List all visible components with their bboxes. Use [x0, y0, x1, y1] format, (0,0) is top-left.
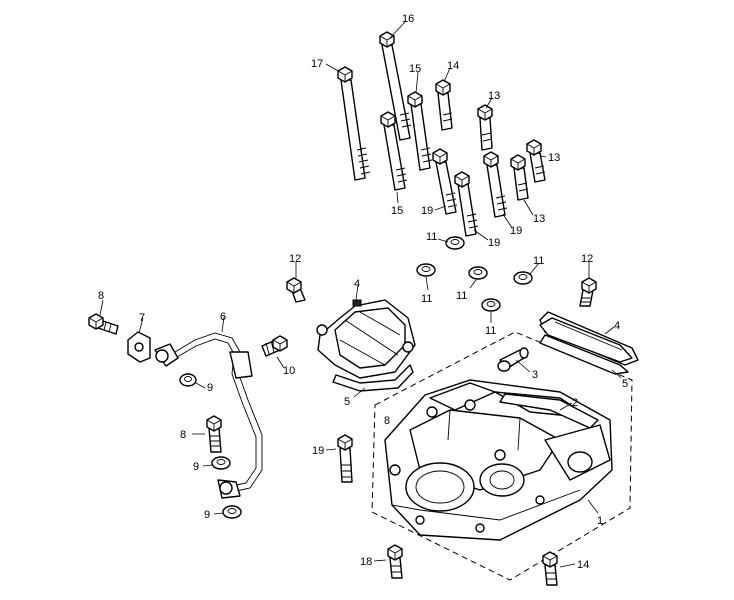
callout-19-b: 19 [488, 237, 500, 249]
cover-left [316, 299, 416, 392]
oil-pipe-6 [154, 332, 263, 499]
callout-16: 16 [402, 13, 414, 25]
callout-14-a: 14 [447, 60, 459, 72]
bolt-13-upper [477, 104, 493, 151]
callout-labels: 1 2 3 4 4 5 5 6 7 8 8 8 9 9 9 10 11 11 1… [98, 13, 628, 571]
washers-9 [179, 373, 242, 519]
callout-4-right: 4 [614, 320, 620, 332]
cylinder-head [384, 379, 613, 541]
callout-19-a: 19 [421, 205, 433, 217]
bolt-12-right [579, 277, 597, 307]
callout-10: 10 [283, 365, 295, 377]
bolt-19-lower [337, 434, 353, 483]
callout-4-left: 4 [354, 278, 360, 290]
callout-9-c: 9 [204, 509, 210, 521]
callout-12-right: 12 [581, 253, 593, 265]
callout-1: 1 [597, 515, 603, 527]
bolt-8-top [88, 313, 119, 335]
bolt-8-lower [206, 415, 222, 453]
callout-9-b: 9 [193, 461, 199, 473]
clamp-7 [127, 331, 151, 363]
callout-17: 17 [311, 58, 323, 70]
bolt-10 [261, 335, 288, 357]
callout-12-left: 12 [289, 253, 301, 265]
callout-2: 2 [572, 397, 578, 409]
callout-7: 7 [139, 312, 145, 324]
bolt-13-right [526, 139, 546, 183]
callout-3: 3 [532, 369, 538, 381]
callout-15-b: 15 [391, 205, 403, 217]
callout-11-a: 11 [426, 231, 437, 243]
long-bolt-17 [337, 66, 371, 181]
callout-8-head: 8 [384, 415, 390, 427]
bolt-15-lower [380, 111, 408, 191]
callout-8-top: 8 [98, 290, 104, 302]
bolt-19-b [454, 171, 479, 237]
bolt-14-lower [542, 551, 558, 586]
callout-13-a: 13 [488, 90, 500, 102]
callout-5-left: 5 [344, 396, 350, 408]
callout-5-right: 5 [622, 378, 628, 390]
washers-11 [416, 236, 533, 312]
bolt-12-left [286, 277, 306, 303]
callout-9-a: 9 [207, 382, 213, 394]
leader-lines [99, 21, 622, 568]
cover-right [539, 311, 639, 375]
head-group-outline [371, 331, 633, 581]
callout-6: 6 [220, 311, 226, 323]
callout-18: 18 [360, 556, 372, 568]
long-bolt-16 [379, 31, 412, 141]
bolt-19-c [483, 151, 508, 218]
gasket-strip [499, 393, 599, 429]
callout-15-a: 15 [409, 63, 421, 75]
bolt-15-upper [407, 91, 433, 171]
callout-13-c: 13 [533, 213, 545, 225]
bolt-19-a [432, 148, 458, 215]
callout-11-b: 11 [421, 293, 432, 305]
callout-14-b: 14 [577, 559, 589, 571]
callout-13-b: 13 [548, 152, 560, 164]
callout-11-c: 11 [456, 290, 467, 302]
callout-11-e: 11 [485, 325, 496, 337]
callout-19-d: 19 [312, 445, 324, 457]
callout-8-lower: 8 [180, 429, 186, 441]
callout-19-c: 19 [510, 225, 522, 237]
bolt-14-upper [435, 79, 453, 131]
callout-11-d: 11 [533, 255, 544, 267]
bolt-18 [387, 544, 403, 579]
pipe-fitting [497, 347, 529, 372]
bolt-13-mid [510, 154, 529, 201]
